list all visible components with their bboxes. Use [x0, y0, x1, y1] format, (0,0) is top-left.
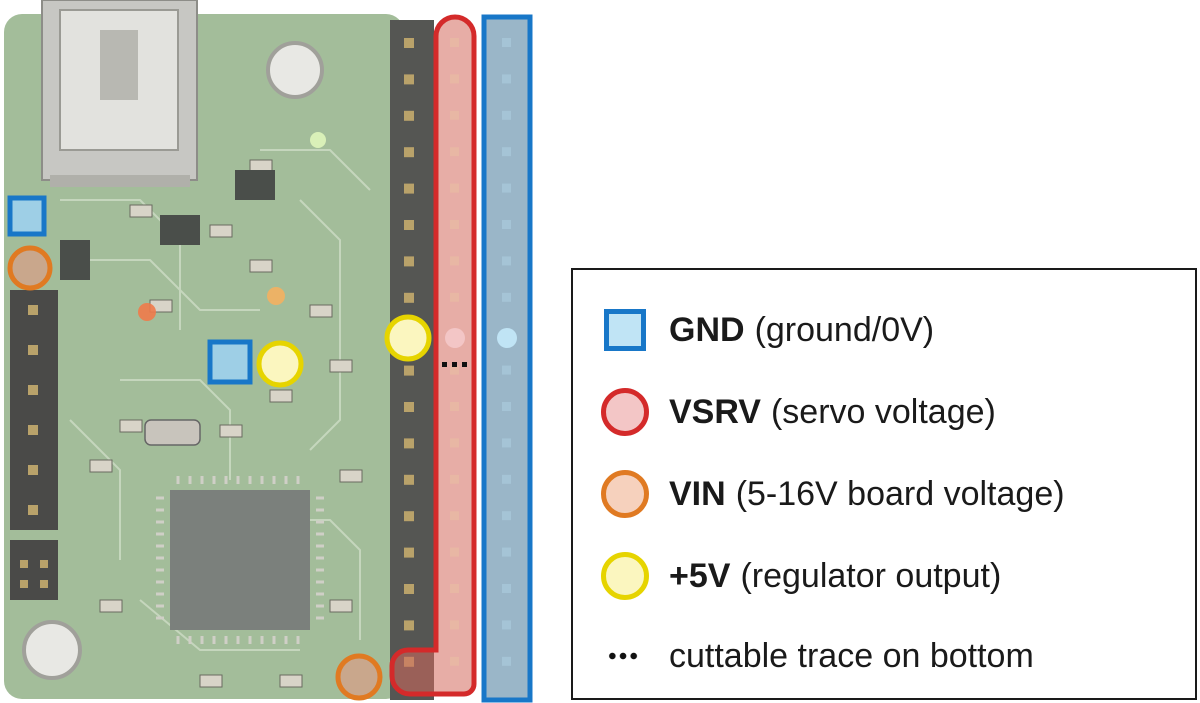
- gnd-marker-pad: [497, 328, 517, 348]
- circle-icon: [599, 468, 651, 520]
- vsrv-rail-pad: [450, 402, 459, 411]
- gnd-rail-pad: [502, 438, 511, 448]
- vsrv-rail-pad: [450, 38, 459, 47]
- header-pin-pad: [404, 183, 414, 194]
- v5-marker-header: [384, 314, 432, 362]
- left-header-pins: [10, 290, 58, 600]
- gnd-rail-pad: [502, 511, 511, 521]
- v5-marker-center: [256, 340, 304, 388]
- vsrv-rail-pad: [450, 438, 459, 448]
- header-pin-pad: [404, 147, 414, 158]
- legend-description: cuttable trace on bottom: [669, 636, 1034, 675]
- cuttable-trace-dots: [442, 362, 467, 367]
- legend-row: cuttable trace on bottom: [599, 626, 1034, 686]
- gnd-rail-pad: [502, 365, 511, 375]
- gnd-rail-pad: [502, 547, 511, 557]
- gnd-rail-pad: [502, 110, 511, 120]
- gnd-rail-pad: [502, 256, 511, 266]
- gnd-rail-pad: [502, 620, 511, 630]
- legend-row: VSRV(servo voltage): [599, 382, 996, 442]
- header-pin-pad: [404, 110, 414, 121]
- vsrv-rail-pad: [450, 547, 459, 557]
- mounting-holes: [22, 41, 324, 680]
- header-pin-pad: [404, 292, 414, 303]
- gnd-rail-pad: [502, 656, 511, 666]
- gnd-rail-pad: [502, 220, 511, 229]
- legend: GND(ground/0V) VSRV(servo voltage) VIN(5-1…: [571, 268, 1197, 700]
- header-pin-pad: [404, 547, 414, 558]
- usb-connector: [41, 0, 198, 187]
- vsrv-marker-pad: [445, 328, 465, 348]
- vin-marker-left: [7, 245, 53, 291]
- gnd-marker-center: [207, 339, 253, 385]
- vsrv-rail-pad: [450, 292, 459, 302]
- header-pin-pad: [404, 256, 414, 267]
- legend-symbol: [601, 552, 649, 600]
- header-pin-pad: [404, 438, 414, 449]
- legend-symbol: [607, 652, 639, 660]
- vsrv-rail-pad: [450, 256, 459, 266]
- vsrv-rail-pad: [450, 74, 459, 84]
- legend-row: +5V(regulator output): [599, 546, 1001, 606]
- legend-description: (5-16V board voltage): [735, 474, 1065, 513]
- vsrv-rail-pad: [450, 474, 459, 484]
- legend-description: (regulator output): [740, 556, 1002, 595]
- circle-icon: [599, 550, 651, 602]
- microcontroller: [156, 476, 324, 644]
- vsrv-rail-pad: [450, 584, 459, 593]
- circle-icon: [599, 386, 651, 438]
- vsrv-rail-pad: [450, 220, 459, 229]
- board-diagram: [4, 0, 533, 703]
- vsrv-rail-pad: [450, 183, 459, 193]
- gnd-rail-pad: [502, 74, 511, 84]
- legend-label: +5V: [669, 556, 731, 595]
- header-pin-pad: [404, 402, 414, 412]
- legend-description: (servo voltage): [770, 392, 996, 431]
- gnd-rail-pad: [502, 38, 511, 47]
- vsrv-rail-pad: [450, 365, 459, 375]
- header-pin-pad: [404, 38, 414, 48]
- vsrv-rail-pad: [450, 110, 459, 120]
- header-pin-pad: [404, 74, 414, 85]
- legend-row: VIN(5-16V board voltage): [599, 464, 1065, 524]
- gnd-rail-pad: [502, 402, 511, 411]
- legend-row: GND(ground/0V): [599, 300, 934, 360]
- header-pin-pad: [404, 365, 414, 376]
- legend-label: GND: [669, 310, 745, 349]
- dots-icon: [599, 630, 651, 682]
- header-pin-pad: [404, 620, 414, 631]
- vsrv-rail-pad: [450, 511, 459, 521]
- gnd-rail-pad: [502, 584, 511, 593]
- gnd-rail-pad: [502, 292, 511, 302]
- vsrv-rail-pad: [450, 656, 459, 666]
- legend-symbol: [601, 388, 649, 436]
- legend-label: VIN: [669, 474, 726, 513]
- gnd-rail-pad: [502, 147, 511, 157]
- vsrv-rail-pad: [450, 147, 459, 157]
- crystal: [144, 419, 201, 446]
- legend-label: VSRV: [669, 392, 761, 431]
- gnd-marker-left: [7, 195, 47, 237]
- square-icon: [599, 304, 651, 356]
- header-pin-pad: [404, 474, 414, 485]
- header-pin-pad: [404, 511, 414, 522]
- gnd-rail-pad: [502, 183, 511, 193]
- gnd-rail-pad: [502, 474, 511, 484]
- vin-marker-bottom: [335, 653, 383, 701]
- header-pin-pad: [404, 220, 414, 230]
- leds: [138, 132, 326, 321]
- smd-components: [89, 159, 363, 688]
- legend-symbol: [604, 309, 646, 351]
- vsrv-rail-pad: [450, 620, 459, 630]
- legend-symbol: [601, 470, 649, 518]
- header-pin-pad: [404, 584, 414, 594]
- legend-description: (ground/0V): [754, 310, 935, 349]
